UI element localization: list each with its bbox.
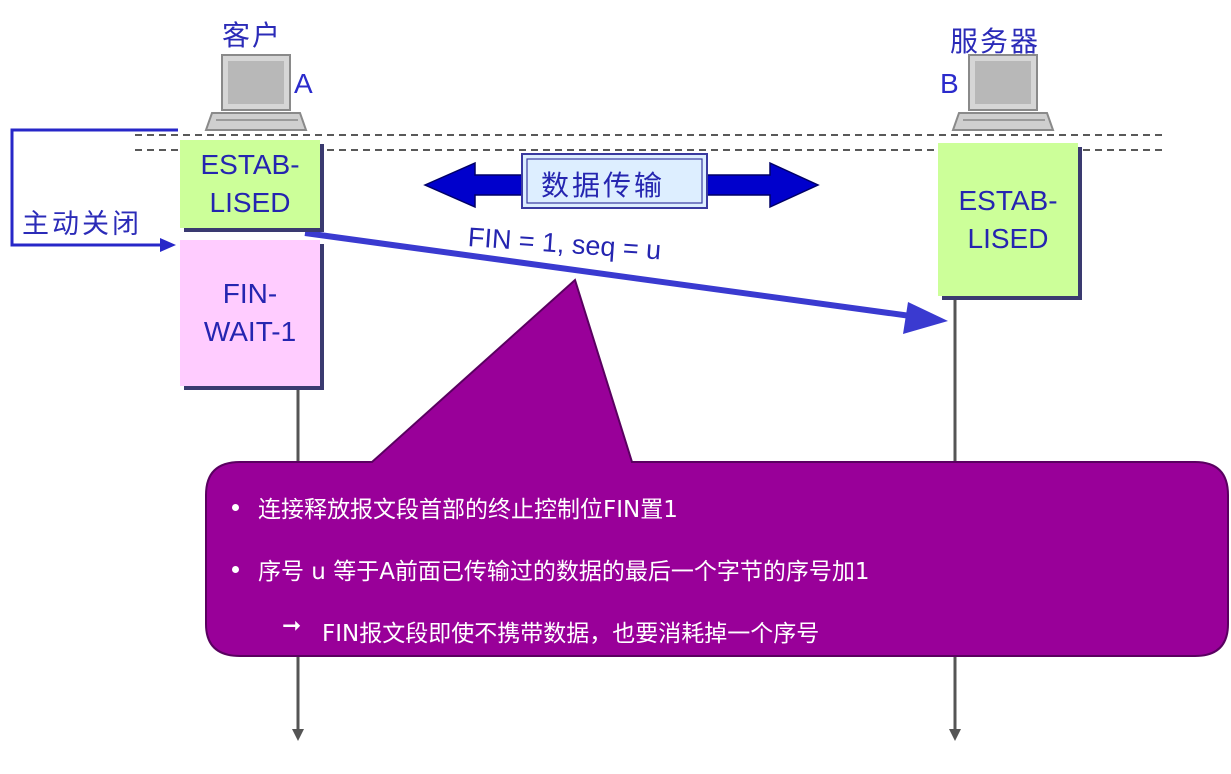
client-laptop-icon [204, 54, 308, 131]
callout-bubble [205, 278, 1229, 657]
data-transfer-double-arrow [423, 153, 820, 209]
data-transfer-label: 数据传输 [541, 169, 666, 202]
callout-line-1: 连接释放报文段首部的终止控制位FIN置1 [258, 497, 678, 523]
callout-arrow-icon: ➞ [282, 613, 302, 639]
server-state-established: ESTAB- LISED [938, 143, 1078, 296]
fin-segment-arrow [304, 230, 948, 334]
client-letter: A [294, 68, 313, 99]
client-state-fin-wait-1: FIN- WAIT-1 [180, 240, 320, 386]
client-name: 客户 [222, 19, 283, 52]
client-state-established: ESTAB- LISED [180, 140, 320, 228]
server-letter: B [940, 68, 959, 99]
callout-bullet-1 [232, 504, 239, 511]
active-close-label: 主动关闭 [22, 209, 142, 240]
server-name: 服务器 [950, 25, 1041, 58]
active-close-bracket [10, 128, 178, 252]
callout-line-2: 序号 u 等于A前面已传输过的数据的最后一个字节的序号加1 [258, 559, 870, 585]
callout-line-3: FIN报文段即使不携带数据，也要消耗掉一个序号 [322, 621, 820, 647]
callout-bullet-2 [232, 566, 239, 573]
server-laptop-icon [951, 54, 1055, 131]
